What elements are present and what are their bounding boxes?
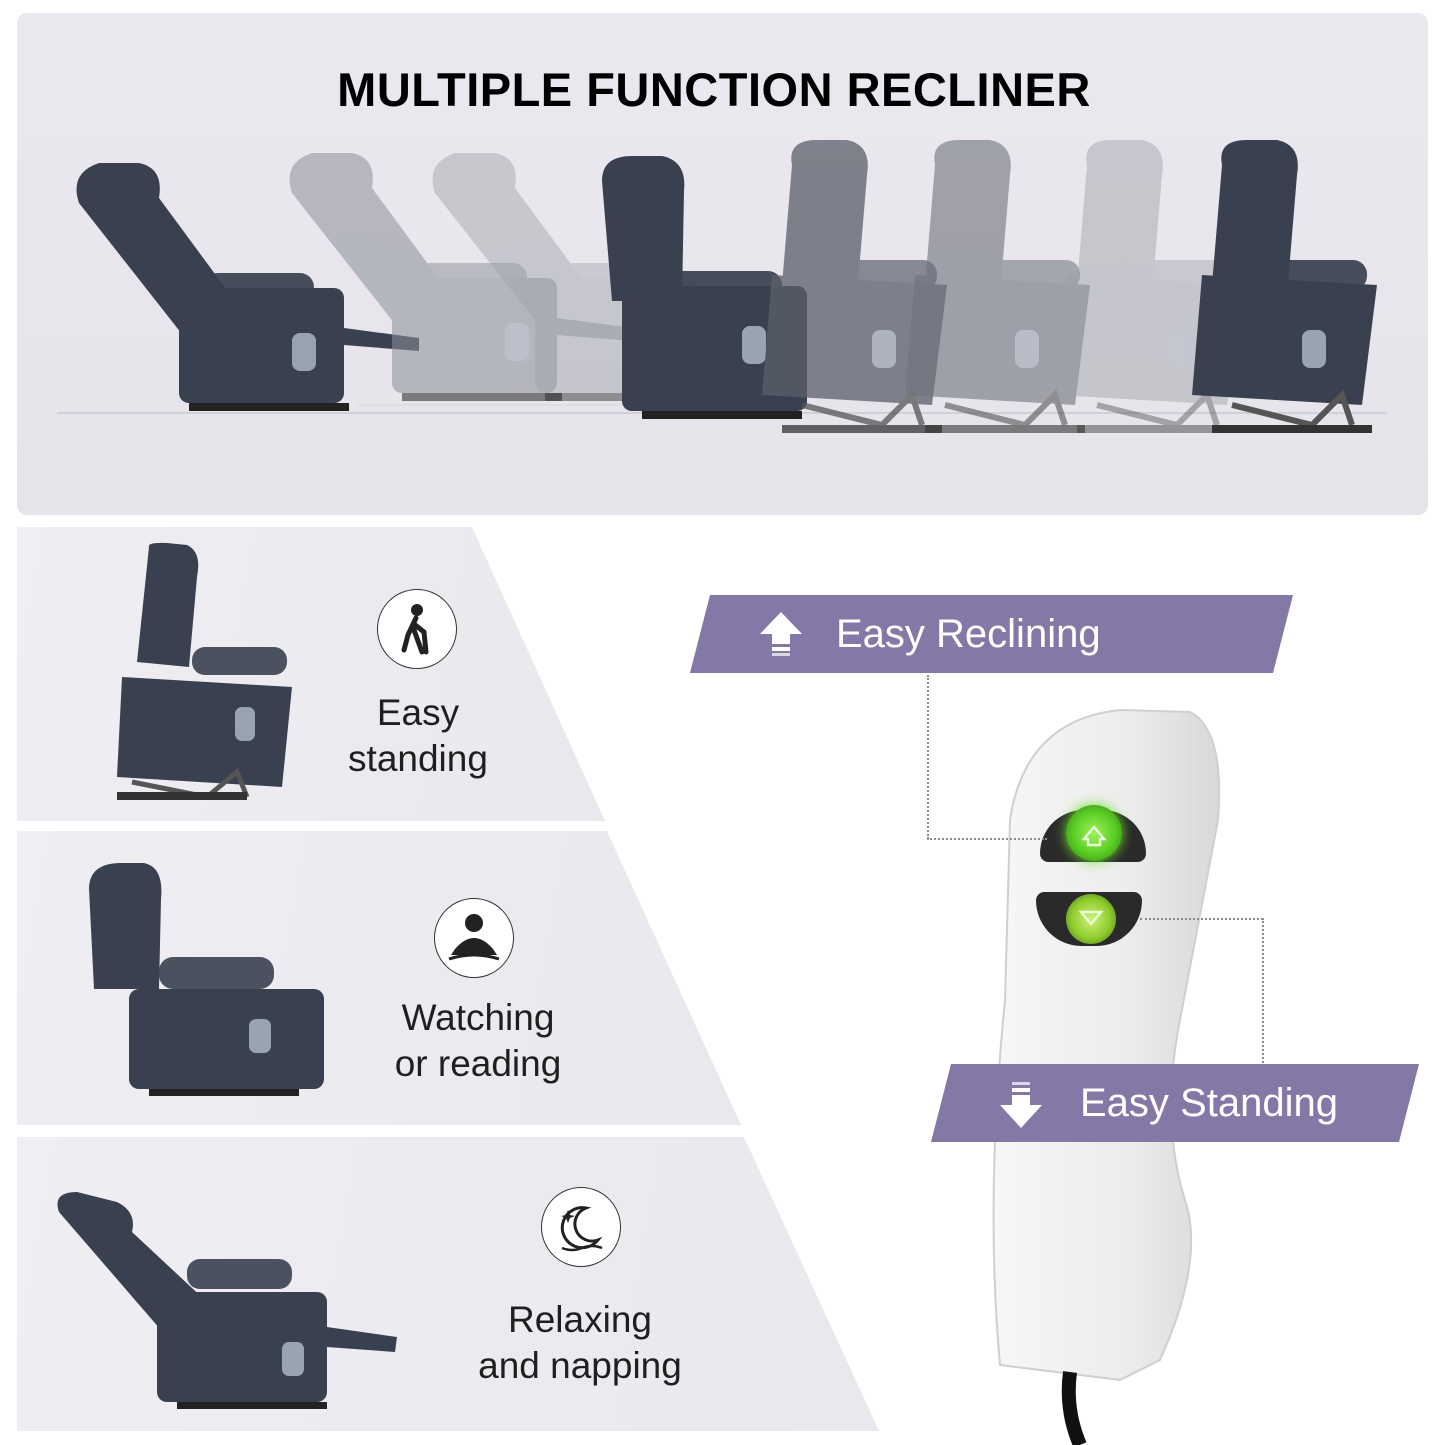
easy-reclining-label: Easy Reclining <box>836 612 1101 656</box>
moon-stars-icon <box>541 1187 621 1267</box>
mode-standing-label: Easy standing <box>318 690 518 782</box>
walking-cane-icon <box>377 589 457 669</box>
chair-relaxing-illustration <box>57 1192 397 1409</box>
house-up-icon <box>1066 805 1122 861</box>
page-title: MULTIPLE FUNCTION RECLINER <box>337 63 1091 116</box>
chair-watching-illustration <box>89 863 324 1096</box>
mode-watching-label: Watching or reading <box>368 995 588 1087</box>
mode-watching-line2: or reading <box>394 1043 562 1084</box>
mode-standing-line1: Easy <box>376 692 460 733</box>
leader-line-recline-h <box>927 838 1047 840</box>
chair-standing-illustration <box>117 542 292 800</box>
mode-relaxing-label: Relaxing and napping <box>450 1297 710 1389</box>
meditating-person-icon <box>434 898 514 978</box>
mode-relaxing-line1: Relaxing <box>508 1299 652 1340</box>
remote-control <box>992 708 1221 1445</box>
arrow-up-icon <box>758 610 804 663</box>
house-down-icon <box>1066 894 1116 944</box>
mode-standing-line2: standing <box>348 738 488 779</box>
leader-line-stand-h <box>1140 918 1263 920</box>
chair-lift-full <box>1192 140 1377 433</box>
arrow-down-icon <box>998 1080 1044 1135</box>
recline-button[interactable] <box>1040 805 1146 862</box>
leader-line-stand-v <box>1262 918 1264 1063</box>
mode-relaxing-line2: and napping <box>478 1345 682 1386</box>
easy-standing-label: Easy Standing <box>1080 1081 1338 1125</box>
mode-watching-line1: Watching <box>401 997 555 1038</box>
recliner-positions-sequence <box>57 13 1387 515</box>
leader-line-recline-v <box>927 675 929 839</box>
